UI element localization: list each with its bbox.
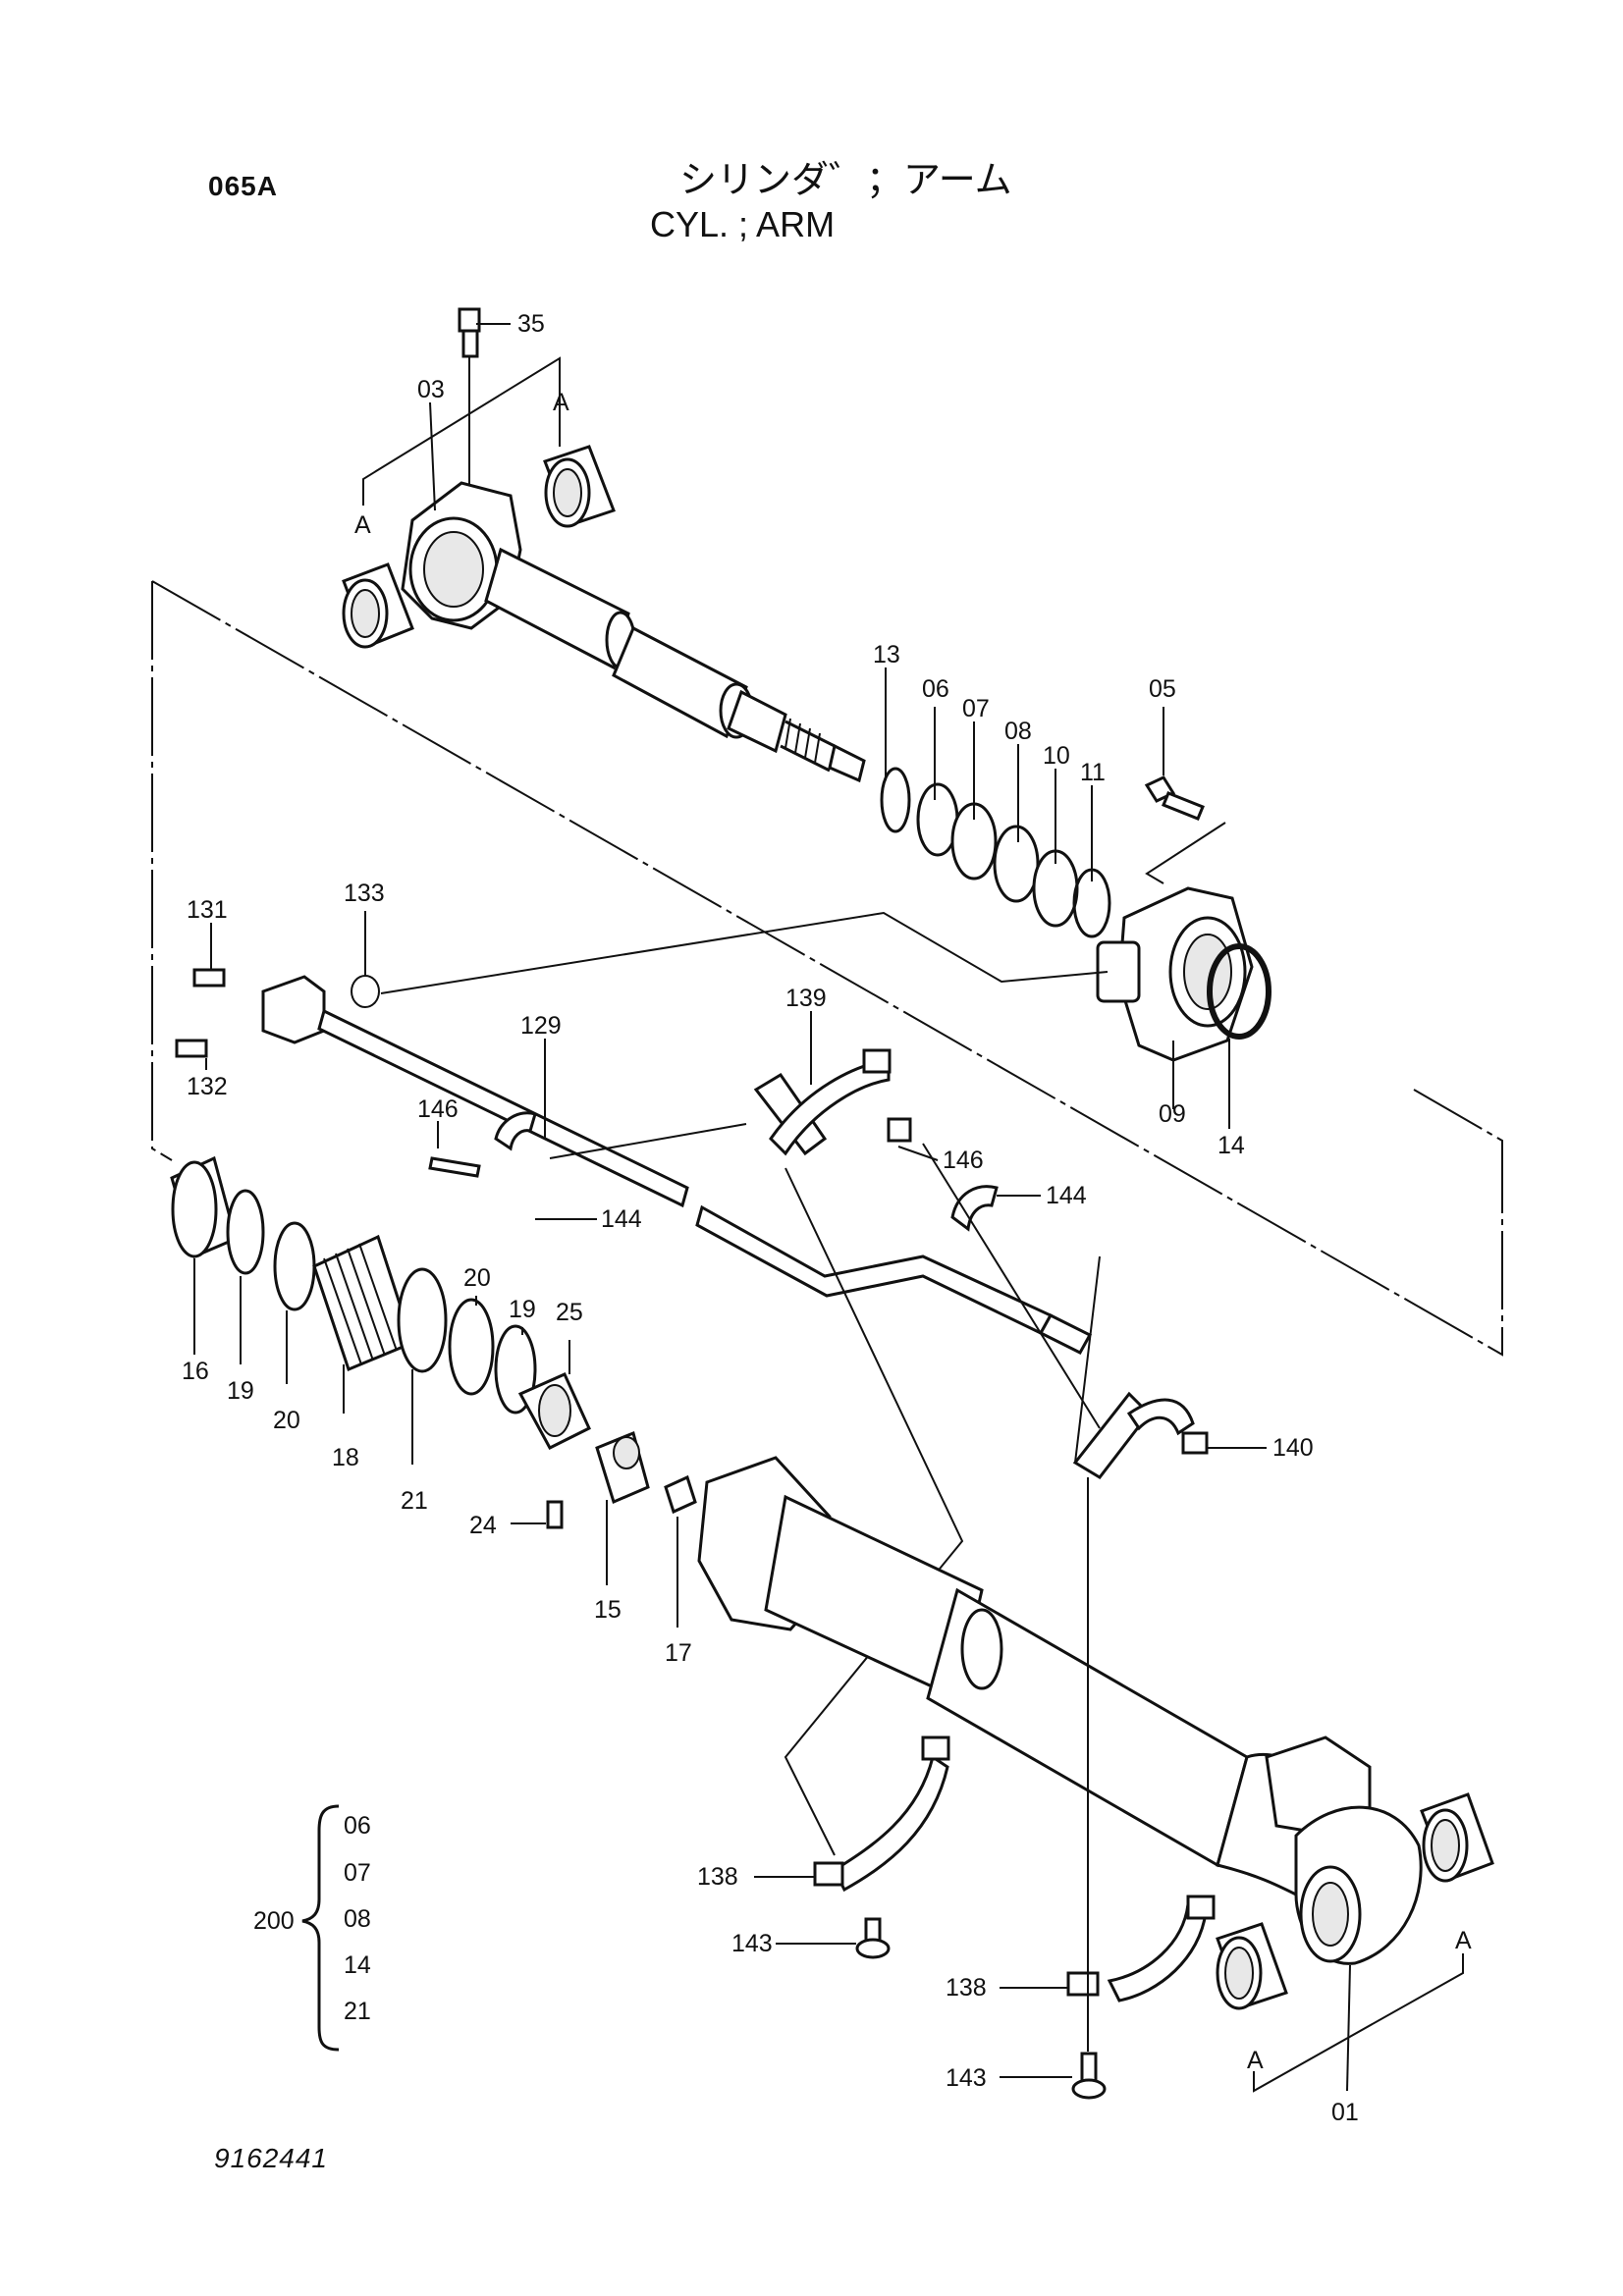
callout-17: 17 [665, 1639, 692, 1667]
bolt-143b [1071, 2052, 1107, 2100]
kit-part: 14 [344, 1951, 371, 1979]
rod-seal-set [880, 767, 1111, 938]
callout-146-a: 146 [417, 1095, 459, 1123]
leader-A-top [362, 356, 561, 506]
callout-143-b: 143 [946, 2064, 987, 2092]
title-japanese: シリンダ゛；アーム [679, 158, 1012, 201]
piston-assembly [170, 1155, 697, 1529]
kit-part: 21 [344, 1998, 371, 2025]
cylinder-head [1096, 886, 1254, 1062]
callout-140: 140 [1272, 1434, 1314, 1462]
callout-20-b: 20 [463, 1264, 491, 1292]
kit-part: 08 [344, 1905, 371, 1933]
callout-20-a: 20 [273, 1407, 300, 1434]
callout-09: 09 [1159, 1100, 1186, 1128]
callout-labels: 35 03 A A 13 06 07 08 10 11 05 131 133 1… [182, 310, 1472, 2126]
cylinder-tube [697, 1456, 1423, 1965]
callout-leaders [193, 323, 1351, 2092]
o-ring [1207, 943, 1271, 1040]
callout-13: 13 [873, 641, 900, 668]
callout-06: 06 [922, 675, 949, 703]
pin-bush-bottom-right [1420, 1792, 1494, 1883]
clamp-144b [887, 1117, 999, 1232]
callout-146-b: 146 [943, 1147, 984, 1174]
callout-01: 01 [1331, 2099, 1359, 2126]
callout-138-b: 138 [946, 1974, 987, 2002]
callout-21: 21 [401, 1487, 428, 1515]
pipe-129b [695, 1204, 1054, 1335]
clamp-138a [813, 1735, 950, 1893]
pipe-flange [175, 968, 326, 1058]
callout-139: 139 [785, 985, 827, 1012]
callout-24: 24 [469, 1512, 497, 1539]
callout-15: 15 [594, 1596, 622, 1624]
callout-19-b: 19 [509, 1296, 536, 1323]
callout-10: 10 [1043, 742, 1070, 770]
callout-11: 11 [1080, 759, 1106, 786]
kit-part: 06 [344, 1812, 371, 1840]
callout-35: 35 [517, 310, 545, 338]
kit-number: 200 [253, 1907, 295, 1935]
clamp-140 [1072, 1391, 1209, 1479]
leader-133 [380, 911, 1109, 994]
callout-A-1: A [553, 389, 569, 416]
page-code: 065A [208, 171, 278, 201]
leader-A-bottom [1253, 1953, 1464, 2093]
pipe-129 [317, 1008, 689, 1208]
pin-bush-bottom-left [1216, 1922, 1288, 2010]
callout-131: 131 [187, 896, 228, 924]
callout-A-3: A [1247, 2047, 1264, 2074]
callout-16: 16 [182, 1358, 209, 1385]
callout-144-b: 144 [1046, 1182, 1087, 1209]
callout-144-a: 144 [601, 1205, 642, 1233]
clamp-144a [428, 1111, 537, 1178]
callout-143-a: 143 [731, 1930, 773, 1957]
callout-25: 25 [556, 1299, 583, 1326]
kit-brace [301, 1804, 340, 2052]
kit-part: 07 [344, 1859, 371, 1887]
kit-200-list: 200 06 07 08 14 21 [253, 1812, 371, 2025]
callout-18: 18 [332, 1444, 359, 1471]
drawing-number: 9162441 [214, 2143, 329, 2173]
assembly-frame [151, 580, 1503, 1357]
clamp-139 [753, 1048, 892, 1156]
callout-A-2: A [354, 511, 371, 539]
callout-03: 03 [417, 376, 445, 403]
o-ring-133 [351, 975, 380, 1008]
callout-129: 129 [520, 1012, 562, 1040]
pin-bush-top-left [342, 562, 414, 649]
head-bolt [1144, 775, 1205, 821]
callout-05: 05 [1149, 675, 1176, 703]
grease-fitting [458, 307, 481, 486]
callout-19-a: 19 [227, 1377, 254, 1405]
callout-08: 08 [1004, 718, 1032, 745]
leader-05 [1145, 822, 1226, 884]
piston-rod [401, 481, 866, 783]
callout-138-a: 138 [697, 1863, 738, 1891]
callout-07: 07 [962, 695, 990, 722]
callout-A-4: A [1455, 1927, 1472, 1954]
title-english: CYL. ; ARM [650, 204, 836, 244]
bolt-143a [855, 1917, 891, 1959]
callout-14: 14 [1217, 1132, 1245, 1159]
pin-bush-top-right [543, 445, 616, 528]
clamp-138b [1066, 1895, 1216, 2002]
callout-133: 133 [344, 880, 385, 907]
callout-132: 132 [187, 1073, 228, 1100]
